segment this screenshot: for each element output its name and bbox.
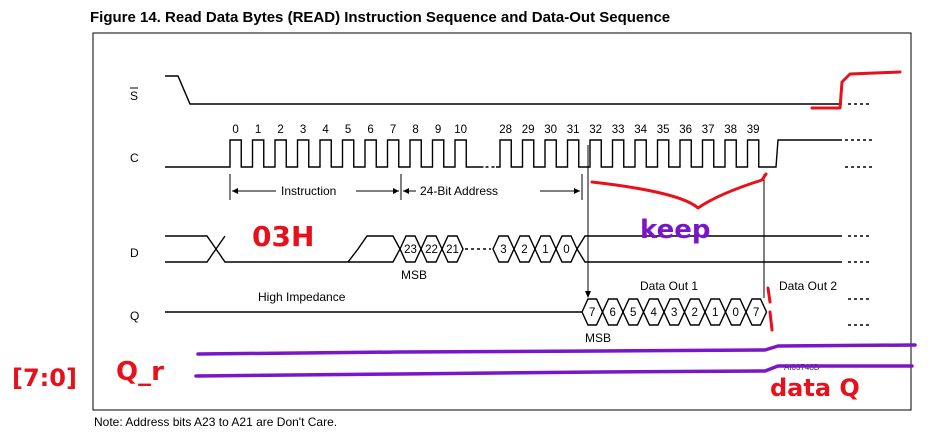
d-waveform-tail bbox=[576, 235, 842, 263]
d-bit-cell-label: 2 bbox=[521, 244, 527, 256]
q-bit-cell-label: 5 bbox=[630, 307, 636, 319]
clock-number: 39 bbox=[747, 124, 760, 136]
d-bit-cell-label: 22 bbox=[425, 244, 438, 256]
signal-label-d: D bbox=[130, 246, 139, 260]
red-data-note: data Q bbox=[770, 374, 860, 402]
s-waveform bbox=[165, 75, 842, 105]
clock-number: 1 bbox=[255, 124, 261, 136]
q-msb-label: MSB bbox=[585, 331, 611, 345]
clock-number: 2 bbox=[277, 124, 283, 136]
q-data-bits: 7 6 5 4 3 2 1 0 7 bbox=[581, 298, 768, 326]
clock-number: 7 bbox=[390, 124, 396, 136]
clock-number: 4 bbox=[322, 124, 329, 136]
c-waveform bbox=[165, 139, 842, 168]
clock-number: 3 bbox=[300, 124, 306, 136]
d-bit-cell bbox=[441, 235, 464, 263]
clock-number: 28 bbox=[499, 124, 512, 136]
purple-keep-note: keep bbox=[640, 215, 710, 245]
clock-number: 35 bbox=[657, 124, 670, 136]
instruction-label: Instruction bbox=[281, 184, 336, 198]
signal-label-s: S bbox=[130, 89, 138, 103]
red-signal-note: Q_r bbox=[116, 357, 164, 387]
clock-number: 36 bbox=[679, 124, 692, 136]
q-high-impedance-label: High Impedance bbox=[258, 290, 346, 304]
data-out-2-label: Data Out 2 bbox=[779, 279, 837, 293]
clock-number: 29 bbox=[522, 124, 535, 136]
clock-number: 38 bbox=[724, 124, 737, 136]
d-bit-cell-label: 21 bbox=[446, 244, 459, 256]
clock-number: 30 bbox=[544, 124, 557, 136]
clock-number: 10 bbox=[454, 124, 467, 136]
red-bus-note: [7:0] bbox=[12, 364, 77, 392]
clock-number: 8 bbox=[412, 124, 418, 136]
red-brace-markup bbox=[590, 172, 768, 210]
figure-frame bbox=[92, 32, 912, 411]
d-waveform-lead-lower bbox=[165, 235, 226, 263]
clock-number: 34 bbox=[634, 124, 647, 136]
q-bit-cell bbox=[745, 298, 768, 326]
q-bit-cell-label: 7 bbox=[589, 307, 595, 319]
signal-label-q: Q bbox=[130, 309, 139, 323]
clock-last-segment bbox=[496, 139, 842, 168]
q-bit-cell-label: 7 bbox=[753, 307, 759, 319]
d-bit-cell-label: 23 bbox=[404, 244, 417, 256]
red-s-markup bbox=[810, 70, 902, 110]
q-bit-cell-label: 3 bbox=[671, 307, 677, 319]
clock-numbers-first: 0 1 2 3 4 5 6 7 8 9 10 bbox=[232, 124, 467, 136]
red-opcode-note: 03H bbox=[252, 220, 314, 253]
q-bit-cell-label: 6 bbox=[610, 307, 616, 319]
q-bit-cell-label: 1 bbox=[712, 307, 718, 319]
clock-first-segment bbox=[165, 139, 484, 168]
figure-title: Figure 14. Read Data Bytes (READ) Instru… bbox=[90, 9, 670, 26]
d-bit-cell-label: 3 bbox=[500, 244, 506, 256]
clock-numbers-last: 28 29 30 31 32 33 34 35 36 37 38 39 bbox=[499, 124, 759, 136]
purple-bus-upper bbox=[196, 343, 917, 356]
q-bit-cell-label: 4 bbox=[651, 307, 658, 319]
clock-number: 33 bbox=[612, 124, 625, 136]
clock-number: 32 bbox=[589, 124, 602, 136]
clock-number: 9 bbox=[435, 124, 441, 136]
red-q-tick bbox=[766, 286, 774, 332]
signal-label-c: C bbox=[130, 151, 139, 165]
d-waveform-lead bbox=[165, 235, 401, 263]
d-bit-cell-label: 0 bbox=[563, 244, 569, 256]
data-out-start-arrowhead bbox=[585, 291, 591, 298]
d-msb-label: MSB bbox=[401, 268, 427, 282]
clock-number: 37 bbox=[702, 124, 715, 136]
purple-bus-lower bbox=[194, 364, 914, 378]
address-label: 24-Bit Address bbox=[420, 184, 498, 198]
data-out-1-label: Data Out 1 bbox=[640, 279, 698, 293]
d-bit-cell-label: 1 bbox=[542, 244, 548, 256]
figure-note: Note: Address bits A23 to A21 are Don't … bbox=[94, 415, 337, 429]
clock-number: 5 bbox=[345, 124, 351, 136]
q-bit-cell-label: 2 bbox=[692, 307, 698, 319]
clock-number: 0 bbox=[232, 124, 238, 136]
clock-number: 6 bbox=[367, 124, 373, 136]
clock-number: 31 bbox=[567, 124, 580, 136]
q-bit-cell-label: 0 bbox=[733, 307, 739, 319]
